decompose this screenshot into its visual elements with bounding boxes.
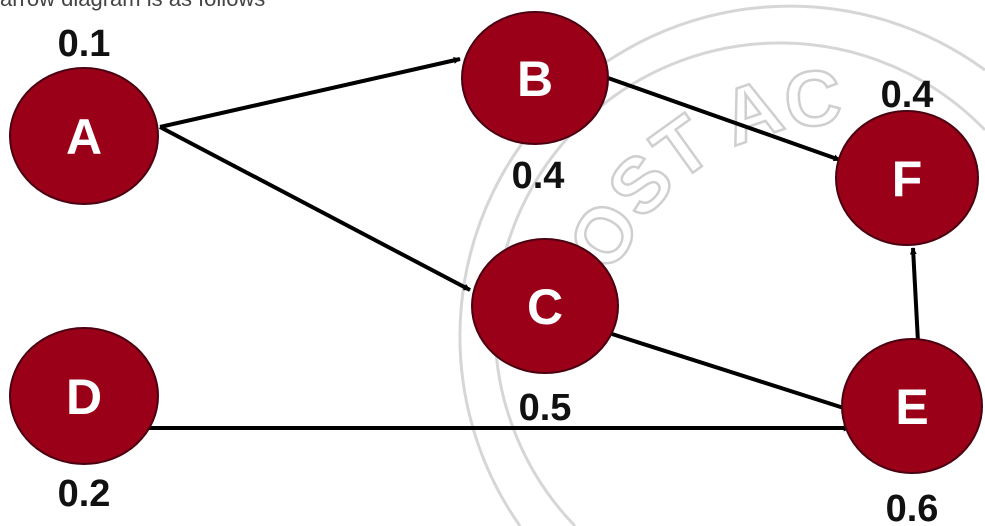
node-c-value: 0.5 [519,387,572,429]
node-a-label: A [66,109,102,165]
node-a-circle [9,67,159,205]
node-b-value: 0.4 [512,155,565,197]
node-c-label: C [527,279,563,335]
node-f-label: F [892,151,923,207]
caption-text: arrow diagram is as follows [0,0,265,12]
node-d-value: 0.2 [58,473,111,515]
node-f-value: 0.4 [881,74,934,116]
edge-a-to-b [159,56,461,129]
node-f-circle [835,110,979,246]
node-c-circle [471,238,619,374]
edge-a-to-c [159,125,471,292]
node-e-circle [841,338,983,474]
node-c: C [471,238,619,374]
node-e-label: E [895,379,928,435]
edge-c-to-e [611,332,851,412]
node-a-value: 0.1 [58,23,111,65]
edge-e-to-f [909,247,920,343]
edge-b-to-f [607,76,841,162]
node-e-value: 0.6 [886,488,939,526]
node-f: F [835,110,979,246]
node-d-circle [9,327,159,465]
node-b-circle [461,11,609,145]
node-e: E [841,338,983,474]
node-b: B [461,11,609,145]
node-d-label: D [66,369,102,425]
node-d: D [9,327,159,465]
node-b-label: B [517,51,553,107]
node-a: A [9,67,159,205]
